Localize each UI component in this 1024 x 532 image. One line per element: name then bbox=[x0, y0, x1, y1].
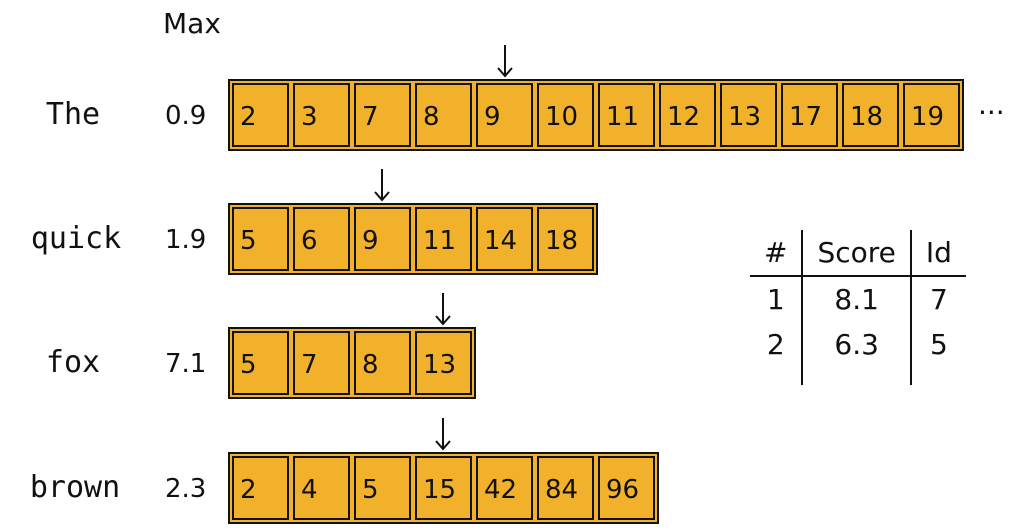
id-cell: 7 bbox=[929, 283, 948, 316]
pointer-arrow-icon bbox=[433, 417, 453, 451]
spacer-cell bbox=[802, 367, 912, 385]
posting-cell: 11 bbox=[415, 207, 472, 271]
max-column-header: Max bbox=[163, 7, 221, 40]
posting-cell: 7 bbox=[293, 331, 350, 395]
posting-list-row-the: The 0.9 2 3 7 8 9 10 11 12 13 17 18 19 ·… bbox=[0, 79, 1024, 151]
posting-cell: 8 bbox=[415, 83, 472, 147]
posting-cell: 17 bbox=[781, 83, 838, 147]
spacer-cell bbox=[750, 367, 804, 385]
continuation-ellipsis: ··· bbox=[978, 96, 1005, 129]
posting-cell: 2 bbox=[232, 456, 289, 520]
posting-cell: 9 bbox=[354, 207, 411, 271]
posting-cell: 8 bbox=[354, 331, 411, 395]
score-column-header: Score bbox=[802, 230, 912, 277]
posting-cell: 2 bbox=[232, 83, 289, 147]
max-score: 7.1 bbox=[165, 349, 207, 379]
rank-cell: 2 bbox=[750, 322, 804, 367]
posting-cell: 4 bbox=[293, 456, 350, 520]
score-cell: 8.1 bbox=[802, 276, 912, 322]
posting-list: 2 3 7 8 9 10 11 12 13 17 18 19 bbox=[228, 79, 964, 151]
posting-cell: 5 bbox=[232, 331, 289, 395]
rank-column-header: # bbox=[750, 230, 804, 277]
posting-cell: 3 bbox=[293, 83, 350, 147]
pointer-arrow-icon bbox=[433, 292, 453, 326]
posting-cell: 84 bbox=[537, 456, 594, 520]
table-row: 2 6.3 5 bbox=[750, 322, 966, 367]
posting-cell: 11 bbox=[598, 83, 655, 147]
posting-cell: 15 bbox=[415, 456, 472, 520]
posting-list-row-fox: fox 7.1 5 7 8 13 bbox=[0, 327, 1024, 399]
table-spacer-row bbox=[750, 367, 966, 385]
posting-list: 5 7 8 13 bbox=[228, 327, 476, 399]
posting-cell: 12 bbox=[659, 83, 716, 147]
posting-cell: 10 bbox=[537, 83, 594, 147]
posting-cell: 13 bbox=[720, 83, 777, 147]
posting-list: 5 6 9 11 14 18 bbox=[228, 203, 598, 275]
posting-cell: 7 bbox=[354, 83, 411, 147]
posting-cell: 42 bbox=[476, 456, 533, 520]
posting-list-row-quick: quick 1.9 5 6 9 11 14 18 bbox=[0, 203, 1024, 275]
posting-cell: 5 bbox=[232, 207, 289, 271]
spacer-cell bbox=[911, 367, 966, 385]
pointer-arrow-icon bbox=[495, 44, 515, 78]
table-row: 1 8.1 7 bbox=[750, 276, 966, 322]
posting-cell: 18 bbox=[842, 83, 899, 147]
results-header-row: # Score Id bbox=[750, 230, 966, 277]
score-cell: 6.3 bbox=[802, 322, 912, 367]
posting-cell: 18 bbox=[537, 207, 594, 271]
posting-cell: 14 bbox=[476, 207, 533, 271]
term-label: fox bbox=[45, 345, 101, 380]
posting-cell: 13 bbox=[415, 331, 472, 395]
pointer-arrow-icon bbox=[372, 168, 392, 202]
term-label: quick bbox=[30, 221, 122, 256]
posting-list: 2 4 5 15 42 84 96 bbox=[228, 452, 659, 524]
posting-cell: 6 bbox=[293, 207, 350, 271]
posting-cell: 19 bbox=[903, 83, 960, 147]
term-label: brown bbox=[29, 470, 121, 505]
max-score: 2.3 bbox=[165, 474, 207, 504]
posting-list-row-brown: brown 2.3 2 4 5 15 42 84 96 bbox=[0, 452, 1024, 524]
term-label: The bbox=[45, 97, 101, 132]
id-cell: 5 bbox=[929, 328, 948, 361]
id-column-header: Id bbox=[910, 230, 966, 277]
posting-cell: 5 bbox=[354, 456, 411, 520]
results-table: # Score Id 1 8.1 7 2 6.3 5 bbox=[750, 230, 966, 385]
max-score: 0.9 bbox=[165, 101, 207, 131]
max-score: 1.9 bbox=[165, 225, 207, 255]
posting-cell: 96 bbox=[598, 456, 655, 520]
rank-cell: 1 bbox=[750, 276, 804, 322]
posting-cell: 9 bbox=[476, 83, 533, 147]
